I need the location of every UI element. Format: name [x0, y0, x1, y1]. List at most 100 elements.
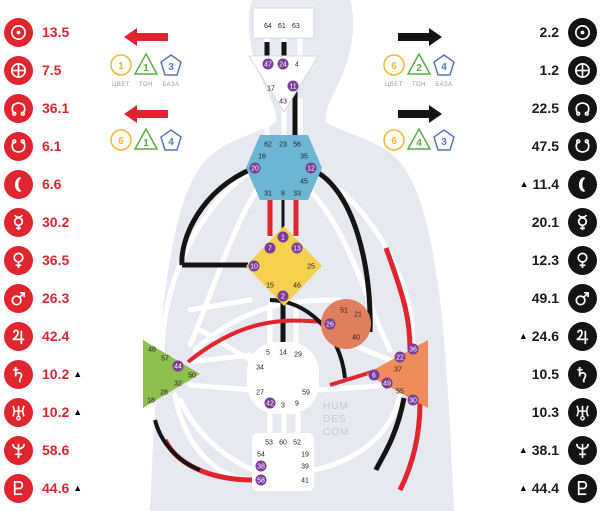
exaltation-triangle: ▲ [519, 179, 529, 189]
moon-icon [568, 169, 597, 199]
exaltation-triangle: ▲ [73, 407, 83, 417]
planet-value: 6.6 [42, 176, 62, 192]
planet-value: 10.2 [42, 404, 70, 420]
head-gate-61: 61 [278, 23, 286, 30]
planet-value: 44.4 [531, 480, 559, 496]
solar-gate-22-marker [394, 351, 406, 363]
personality-moon-row: ▲11.4 [520, 168, 597, 200]
north-node-icon [568, 93, 597, 123]
venus-icon [568, 245, 597, 275]
solar-gate-6-marker [368, 369, 380, 381]
design-north-node-row: 36.1 [4, 92, 73, 124]
design-saturn-row: 10.2▲ [4, 358, 82, 390]
design-jupiter-row: 42.4 [4, 320, 73, 352]
saturn-icon [4, 359, 33, 389]
solar-plexus-center [366, 340, 428, 408]
planet-value: 36.1 [42, 100, 70, 116]
ajna-gate-24: 24 [279, 62, 287, 69]
exaltation-triangle: ▲ [518, 331, 528, 341]
g-gate-1-marker [277, 231, 289, 243]
svg-text:ЦВЕТ: ЦВЕТ [385, 82, 403, 88]
sacral-gate-14: 14 [279, 350, 287, 357]
personality-mercury-row: 20.1 [528, 206, 597, 238]
head-center [252, 7, 315, 39]
mercury-icon [568, 207, 597, 237]
personality-earth-row: 1.2 [536, 54, 597, 86]
south-node-icon [568, 131, 597, 161]
earth-icon [4, 55, 33, 85]
root-gate-52: 52 [293, 440, 301, 447]
ego-gate-51: 51 [340, 308, 348, 315]
ajna-gate-17: 17 [267, 86, 275, 93]
svg-text:ТОН: ТОН [412, 82, 426, 88]
planet-value: 58.6 [42, 442, 70, 458]
svg-text:HUM: HUM [323, 401, 349, 412]
head-gate-64: 64 [264, 23, 272, 30]
design-south-node-row: 6.1 [4, 130, 65, 162]
ego-center [321, 299, 371, 349]
g-gate-25: 25 [307, 264, 315, 271]
ajna-gate-47-marker [262, 58, 274, 70]
g-gate-7: 7 [268, 246, 272, 253]
throat-gate-8: 8 [281, 191, 285, 198]
planet-value: 20.1 [531, 214, 559, 230]
svg-text:1: 1 [118, 61, 124, 72]
ajna-gate-47: 47 [264, 62, 272, 69]
throat-gate-56: 56 [293, 142, 301, 149]
g-gate-2-marker [277, 290, 289, 302]
spleen-gate-44-marker [172, 360, 184, 372]
root-gate-53: 53 [265, 440, 273, 447]
g-gate-7-marker [264, 242, 276, 254]
sacral-gate-42-marker [264, 397, 276, 409]
throat-gate-31: 31 [264, 191, 272, 198]
sun-icon [568, 17, 597, 47]
root-gate-41: 41 [301, 478, 309, 485]
root-center [252, 433, 314, 491]
planet-value: 24.6 [531, 328, 559, 344]
svg-text:ЦВЕТ: ЦВЕТ [112, 82, 130, 88]
svg-text:4: 4 [416, 138, 422, 149]
solar-gate-22: 22 [396, 355, 404, 362]
planet-value: 47.5 [531, 138, 559, 154]
g-gate-15: 15 [266, 283, 274, 290]
g-gate-10-marker [248, 260, 260, 272]
spleen-gate-57: 57 [161, 356, 169, 363]
earth-icon [568, 55, 597, 85]
spleen-gate-50: 50 [188, 373, 196, 380]
planet-value: 26.3 [42, 290, 70, 306]
spleen-gate-18: 18 [147, 398, 155, 405]
throat-gate-33: 33 [293, 191, 301, 198]
g-gate-2: 2 [281, 294, 285, 301]
svg-text:COM: COM [323, 427, 349, 438]
sacral-gate-29: 29 [294, 352, 302, 359]
solar-gate-30: 30 [409, 398, 417, 405]
planet-value: 10.2 [42, 366, 70, 382]
planet-value: 1.2 [539, 62, 559, 78]
personality-arrow-top [398, 28, 442, 46]
throat-gate-20-marker [249, 162, 261, 174]
solar-gate-55: 55 [396, 389, 404, 396]
planet-value: 6.1 [42, 138, 62, 154]
root-gate-39: 39 [301, 464, 309, 471]
svg-text:3: 3 [168, 62, 174, 73]
pluto-icon [568, 473, 597, 503]
root-gate-38: 38 [257, 464, 265, 471]
north-node-icon [4, 93, 33, 123]
spleen-gate-48: 48 [148, 347, 156, 354]
svg-text:DES: DES [323, 414, 347, 425]
planet-value: 42.4 [42, 328, 70, 344]
svg-text:4: 4 [441, 62, 447, 73]
design-venus-row: 36.5 [4, 244, 73, 276]
jupiter-icon [568, 321, 597, 351]
design-sun-row: 13.5 [4, 16, 73, 48]
personality-south-node-row: 47.5 [528, 130, 597, 162]
head-gate-63: 63 [292, 23, 300, 30]
uranus-icon [4, 397, 33, 427]
ajna-gate-4: 4 [295, 62, 299, 69]
svg-text:1: 1 [143, 138, 149, 149]
ajna-gate-11: 11 [289, 84, 296, 91]
planet-value: 7.5 [42, 62, 62, 78]
ajna-center [248, 55, 319, 113]
spleen-gate-44: 44 [174, 364, 182, 371]
